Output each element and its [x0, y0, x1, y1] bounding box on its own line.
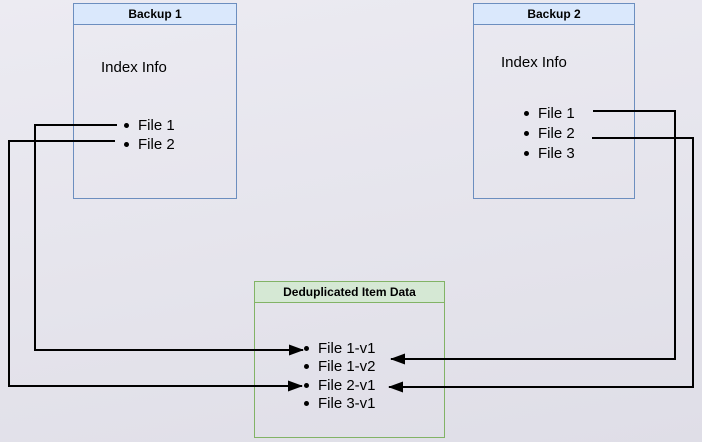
list-item: File 2-v1	[304, 376, 376, 395]
backup1-node: Backup 1 Index Info File 1 File 2	[73, 3, 237, 199]
bullet-icon	[304, 364, 309, 370]
backup2-file3-label: File 3	[538, 144, 575, 162]
list-item: File 2	[524, 123, 575, 143]
dedup-file1v2-label: File 1-v2	[318, 358, 376, 376]
bullet-icon	[304, 401, 309, 407]
list-item: File 3	[524, 143, 575, 163]
backup1-title: Backup 1	[74, 4, 236, 25]
list-item: File 1	[524, 103, 575, 123]
list-item: File 3-v1	[304, 395, 376, 414]
bullet-icon	[304, 382, 309, 388]
bullet-icon	[524, 110, 529, 116]
backup1-file2-label: File 2	[138, 136, 175, 153]
bullet-icon	[524, 150, 529, 156]
backup2-title: Backup 2	[474, 4, 634, 25]
backup1-file1-label: File 1	[138, 117, 175, 134]
backup2-node: Backup 2 Index Info File 1 File 2 File 3	[473, 3, 635, 199]
dedup-file2v1-label: File 2-v1	[318, 376, 376, 394]
backup2-index-info-label: Index Info	[501, 54, 567, 71]
dedup-item-list: File 1-v1 File 1-v2 File 2-v1 File 3-v1	[304, 339, 376, 413]
dedup-file1v1-label: File 1-v1	[318, 339, 376, 357]
list-item: File 2	[124, 135, 175, 154]
dedup-file3v1-label: File 3-v1	[318, 395, 376, 413]
dedup-node: Deduplicated Item Data File 1-v1 File 1-…	[254, 281, 445, 438]
list-item: File 1-v1	[304, 339, 376, 358]
bullet-icon	[124, 123, 129, 128]
backup1-index-info-label: Index Info	[101, 59, 167, 76]
list-item: File 1-v2	[304, 358, 376, 377]
dedup-title: Deduplicated Item Data	[255, 282, 444, 303]
bullet-icon	[304, 345, 309, 351]
bullet-icon	[524, 130, 529, 136]
backup2-file2-label: File 2	[538, 124, 575, 142]
backup2-file1-label: File 1	[538, 104, 575, 122]
backup2-file-list: File 1 File 2 File 3	[524, 103, 575, 163]
bullet-icon	[124, 142, 129, 147]
backup1-file-list: File 1 File 2	[124, 116, 175, 154]
list-item: File 1	[124, 116, 175, 135]
